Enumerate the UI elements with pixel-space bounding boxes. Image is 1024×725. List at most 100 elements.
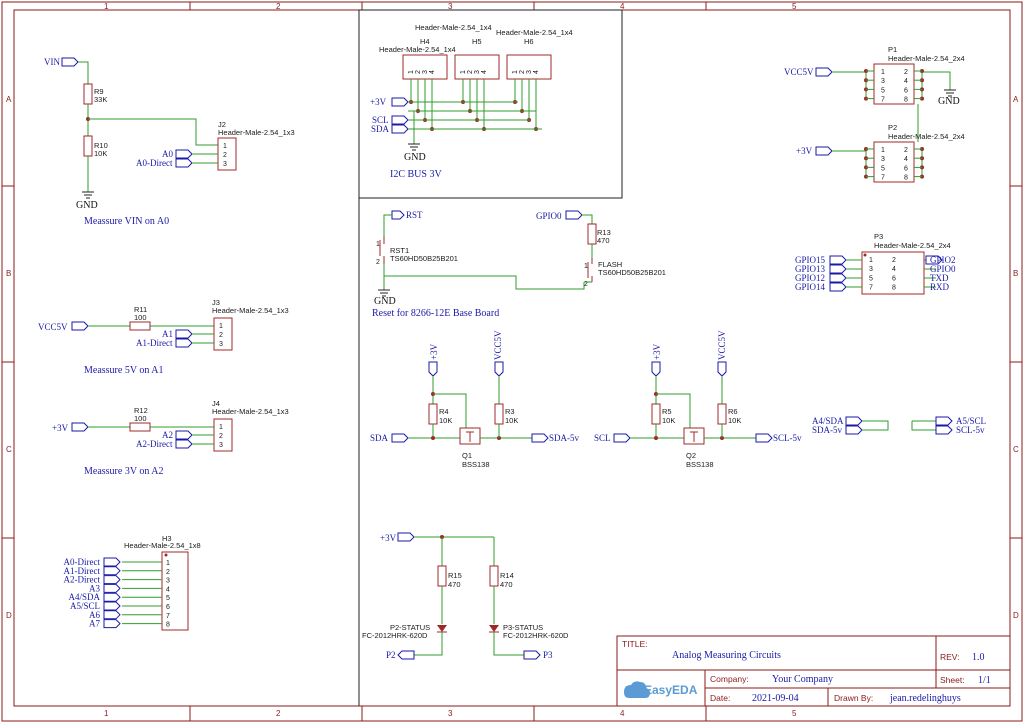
net-label-p2-3v: +3V: [796, 146, 813, 156]
led-p3-status: [489, 625, 499, 632]
q1-ref: Q1: [462, 451, 472, 460]
pin-label: 2: [519, 70, 526, 74]
net-label-h3: A3: [89, 583, 100, 593]
header-h4: [402, 54, 448, 80]
net-flag-gpio15: [829, 255, 847, 265]
date-label: Date:: [710, 693, 730, 703]
pin-label: 2: [892, 257, 896, 264]
pin-label: 4: [904, 78, 908, 85]
net-flag-i2c-scl: [391, 115, 409, 125]
col-label: 5: [792, 709, 797, 718]
net-label-led-3v: +3V: [380, 533, 397, 543]
header-p1: [873, 63, 915, 105]
net-flag-a0: [175, 149, 193, 159]
r6-ref: R6: [728, 407, 738, 416]
net-label-h3: A0-Direct: [64, 557, 101, 567]
r10-value: 10K: [94, 149, 107, 158]
drawn-label: Drawn By:: [834, 693, 873, 703]
h5-value: Header-Male-2.54_1x4: [415, 23, 492, 32]
net-flag-q2-3v: [651, 361, 661, 377]
pin-label: 1: [460, 70, 467, 74]
easyeda-logo-text: EasyEDA: [644, 683, 698, 697]
i2c-bus-box: [358, 9, 623, 199]
resistor-r6: [717, 403, 727, 425]
p1-header-group: P1 Header-Male-2.54_2x4 VCC5V GND: [784, 45, 965, 142]
net-label-a2-direct: A2-Direct: [136, 439, 173, 449]
net-label-gpio2: GPIO2: [930, 255, 956, 265]
net-flag-a1-direct: [175, 338, 193, 348]
col-label: 1: [104, 2, 109, 11]
net-label-a0-direct: A0-Direct: [136, 158, 173, 168]
pin-label: 3: [223, 161, 227, 168]
row-label: A: [6, 95, 12, 104]
row-label: D: [6, 611, 12, 620]
header-p2: [873, 141, 915, 183]
i2c-gnd-label: GND: [404, 152, 426, 163]
net-flag-h3: [103, 583, 121, 593]
pin-label: 2: [219, 433, 223, 440]
net-flag-scl-5v: [755, 433, 773, 443]
pin-label: 2: [223, 152, 227, 159]
h6-value: Header-Male-2.54_1x4: [496, 28, 573, 37]
resistor-r12: [129, 422, 151, 432]
header-p3: [861, 251, 925, 295]
net-label-i2c-scl: SCL: [372, 115, 389, 125]
pin-label: 4: [429, 70, 436, 74]
pin-label: 1: [223, 143, 227, 150]
row-label: D: [1013, 611, 1019, 620]
r3-value: 10K: [505, 416, 518, 425]
v3-measure-group: +3V R12 100 J4 Header-Male-2.54_1x3 1 2 …: [52, 399, 289, 477]
i2c-gnd-symbol: [408, 143, 420, 151]
net-flag-3v: [71, 422, 89, 432]
resistor-r15: [437, 565, 447, 587]
pin-label: 5: [869, 275, 873, 282]
flash-value: TS60HD50B25B201: [598, 268, 666, 277]
r15-ref: R15: [448, 571, 462, 580]
h4-ref: H4: [420, 37, 430, 46]
header-j4: [213, 418, 233, 452]
net-label-h3: A5/SCL: [70, 601, 100, 611]
title-block: TITLE: Analog Measuring Circuits REV: 1.…: [616, 635, 1011, 707]
net-label-txd: TXD: [930, 273, 949, 283]
led2-value: FC-2012HRK-620D: [362, 631, 428, 640]
j3-value: Header-Male-2.54_1x3: [212, 306, 289, 315]
h3-value: Header-Male-2.54_1x8: [124, 541, 201, 550]
pin-label: 2: [584, 281, 588, 288]
net-label-gpio12: GPIO12: [795, 273, 825, 283]
pin-label: 7: [881, 97, 885, 104]
net-flag-h3: [103, 610, 121, 620]
pin-label: 4: [904, 156, 908, 163]
col-label: 3: [448, 709, 453, 718]
sheet-label: Sheet:: [940, 675, 965, 685]
net-flag-a2: [175, 430, 193, 440]
net-flag-tie-a4sda: [845, 416, 863, 426]
pin-label: 1: [512, 70, 519, 74]
r5-ref: R5: [662, 407, 672, 416]
pin-label: 3: [422, 70, 429, 74]
net-label-tie-a4sda: A4/SDA: [812, 416, 844, 426]
pin-label: 4: [481, 70, 488, 74]
section-title-v3: Meassure 3V on A2: [84, 466, 164, 477]
resistor-r3: [494, 403, 504, 425]
h3-header-group: H3 Header-Male-2.54_1x8: [124, 534, 201, 631]
led-p2-status: [437, 625, 447, 632]
pin-label: 1: [219, 424, 223, 431]
title-block-frame: [616, 635, 1011, 707]
pin-label: 1: [166, 560, 170, 567]
r14-value: 470: [500, 580, 513, 589]
drawn-value: jean.redelinghuys: [889, 693, 961, 704]
net-flag-tie-a5scl: [935, 416, 953, 426]
net-flag-rst: [391, 210, 405, 220]
pin-label: 2: [166, 569, 170, 576]
gnd-symbol: [82, 191, 94, 199]
pin-label: 6: [904, 87, 908, 94]
section-title-reset: Reset for 8266-12E Base Board: [372, 308, 499, 319]
h3-ref: H3: [162, 534, 172, 543]
title-value: Analog Measuring Circuits: [672, 650, 781, 661]
p1-value: Header-Male-2.54_2x4: [888, 54, 965, 63]
pin-label: 2: [219, 332, 223, 339]
pin-label: 8: [904, 97, 908, 104]
net-label-p3-gpio0: GPIO0: [930, 264, 956, 274]
status-leds-group: +3V R15 470 R14 470 P2-STATUS FC-2012HRK…: [362, 532, 569, 660]
